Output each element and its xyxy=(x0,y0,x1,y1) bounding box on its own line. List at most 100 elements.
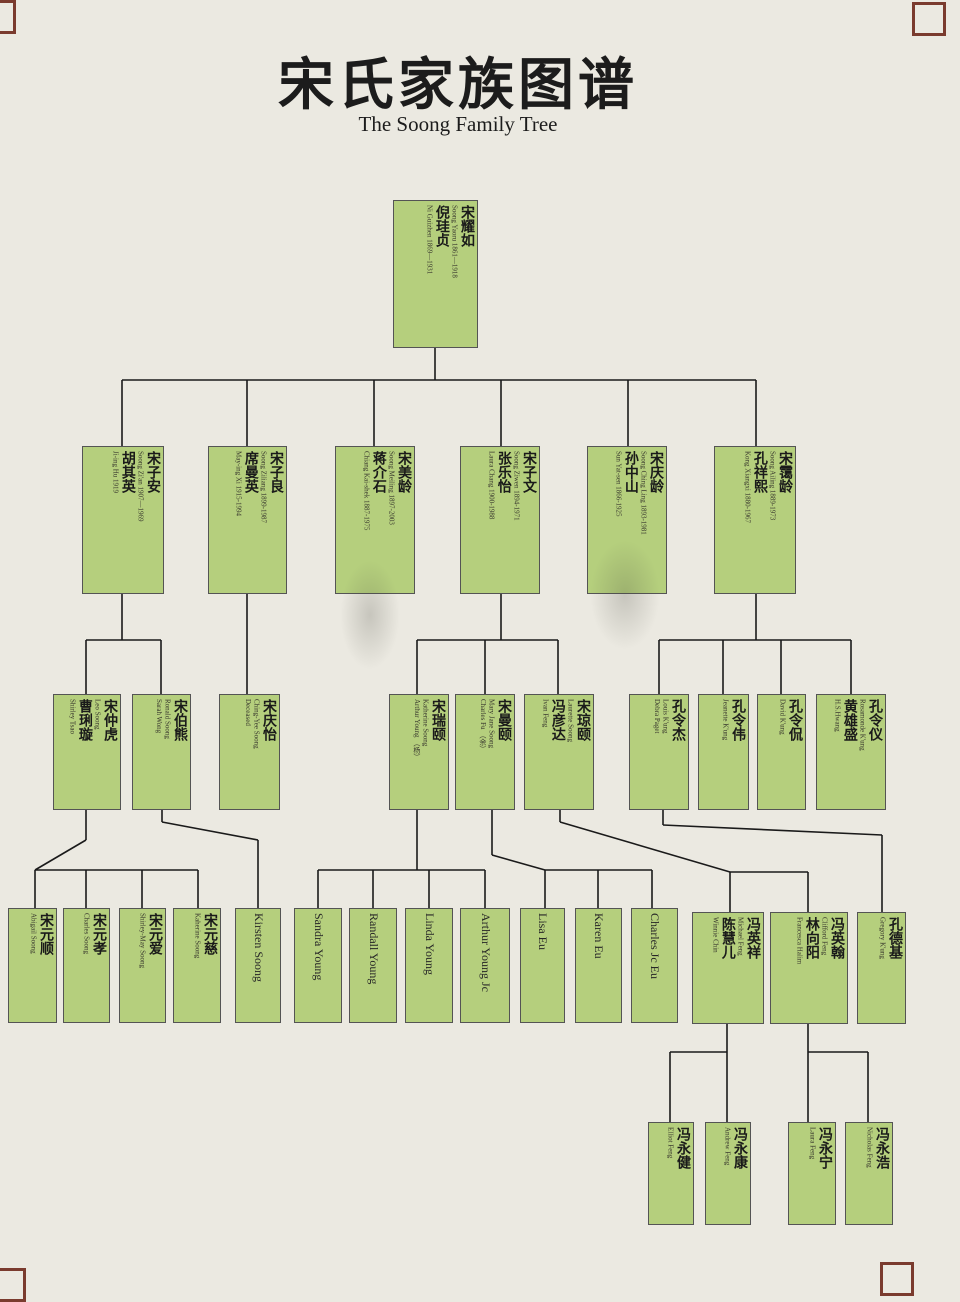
person-name-english: Abigail Soong xyxy=(29,913,38,954)
person-name-english: Shirley Tsao xyxy=(68,699,77,734)
connector-line xyxy=(161,821,259,841)
person-name-chinese: 孔祥熙 xyxy=(751,451,768,493)
person-name-english: Karen Eu xyxy=(592,913,606,959)
person-name-chinese: 胡其英 xyxy=(119,451,136,493)
person-name-english: Charles Soong xyxy=(82,913,91,955)
corner-ornament xyxy=(912,2,946,36)
person-box-charlesjr: Charles Jc Eu xyxy=(631,908,678,1023)
person-name-chinese: 孔令侃 xyxy=(787,699,803,741)
person-name-english: May-ing Xi 1915-1994 xyxy=(234,451,243,516)
person-name-english: Lisa Eu xyxy=(536,913,550,950)
person-name-chinese: 冯英祥 xyxy=(745,917,761,959)
person-name-english: Soong Meiling 1897-2003 xyxy=(387,451,396,525)
person-name-english: Andrew Feng xyxy=(723,1127,732,1166)
person-name-chinese: 孔令仪 xyxy=(867,699,883,741)
person-name-chinese: 冯永健 xyxy=(675,1127,691,1169)
person-name-english: Arthur Young （杨） xyxy=(412,699,421,761)
person-name-english: Rosamonde K'ung xyxy=(858,699,867,751)
person-name-chinese: 孔令伟 xyxy=(730,699,746,741)
person-name-english: Soong Zi'an 1907—1969 xyxy=(136,451,145,522)
person-name-chinese: 宋元慈 xyxy=(202,913,218,955)
person-name-chinese: 宋琼颐 xyxy=(575,699,591,741)
person-name-chinese: 孙中山 xyxy=(622,451,639,493)
person-name-chinese: 黄雄盛 xyxy=(841,699,858,741)
person-name-english: Kaherine Soong xyxy=(193,913,202,959)
person-name-english: Ivan Feng xyxy=(541,699,550,728)
person-name-chinese: 宋霭龄 xyxy=(777,451,793,493)
connector-line xyxy=(491,854,546,871)
person-name-english: Linda Young xyxy=(423,913,437,976)
person-name-chinese: 孔令杰 xyxy=(670,699,686,741)
person-name-chinese: 宋伯熊 xyxy=(172,699,188,741)
person-name-chinese: 宋仲虎 xyxy=(102,699,118,741)
person-name-chinese: 曹琍璇 xyxy=(76,699,93,741)
person-name-english: David K'ung xyxy=(778,699,787,735)
person-name-english: Ji-ing Hu 1919 xyxy=(111,451,120,493)
person-name-english: Soong Yaoru 1861—1918 xyxy=(450,205,459,278)
person-name-chinese: 冯英翰 xyxy=(829,917,845,959)
title-chinese: 宋氏家族图谱 xyxy=(278,52,638,118)
person-name-chinese: 冯永宁 xyxy=(817,1127,833,1169)
person-name-english: Mary Jane Soong xyxy=(487,699,496,748)
person-name-english: Sarah Wong xyxy=(154,699,163,734)
person-name-english: Laurette Soong xyxy=(566,699,575,742)
person-name-english: Charles Jc Eu xyxy=(648,913,662,979)
person-name-chinese: 宋元爱 xyxy=(147,913,163,955)
person-name-chinese: 宋子良 xyxy=(268,451,284,493)
person-name-english: Gregory K'ung xyxy=(878,917,887,959)
person-name-english: Nicholas Feng xyxy=(865,1127,874,1168)
person-name-chinese: 宋瑞颐 xyxy=(430,699,446,741)
person-box-kirsten: Kirsten Soong xyxy=(235,908,281,1023)
person-name-chinese: 冯永康 xyxy=(732,1127,748,1169)
person-name-english: Shirley-May Soong xyxy=(138,913,147,969)
person-name-english: Laura Chang 1900-1988 xyxy=(487,451,496,520)
person-box-karen: Karen Eu xyxy=(575,908,622,1023)
person-name-chinese: 席曼英 xyxy=(242,451,259,493)
person-name-chinese: 倪珪贞 xyxy=(433,205,450,247)
person-name-english: Katherine Soong xyxy=(421,699,430,747)
person-name-english: Ronald Soong xyxy=(163,699,172,739)
person-name-english: Soong Ching Ling 1893-1981 xyxy=(639,451,648,535)
person-name-english: Sandra Young xyxy=(312,913,326,981)
person-name-english: Soong Ziwen 1894-1971 xyxy=(512,451,521,521)
person-box-linda: Linda Young xyxy=(405,908,453,1023)
connector-line xyxy=(559,821,731,873)
corner-ornament xyxy=(0,0,16,34)
person-name-english: Louis K'ung xyxy=(661,699,670,734)
person-name-english: H.S.Hwang xyxy=(833,699,842,732)
person-name-chinese: 林向阳 xyxy=(803,917,820,959)
person-name-chinese: 宋元孝 xyxy=(91,913,107,955)
person-name-english: Sun Yat-sen 1866-1925 xyxy=(614,451,623,517)
title-english: The Soong Family Tree xyxy=(358,112,558,136)
person-name-chinese: 张乐怡 xyxy=(495,451,512,493)
person-name-english: Ching-Yee Soong xyxy=(252,699,261,749)
person-name-english: Laura Feng xyxy=(808,1127,817,1160)
person-name-chinese: 冯彦达 xyxy=(549,699,566,741)
person-name-english: Soong Ziliang 1899-1987 xyxy=(259,451,268,523)
person-name-chinese: 宋庆龄 xyxy=(648,451,664,493)
person-name-english: Clifford Feng xyxy=(820,917,829,956)
